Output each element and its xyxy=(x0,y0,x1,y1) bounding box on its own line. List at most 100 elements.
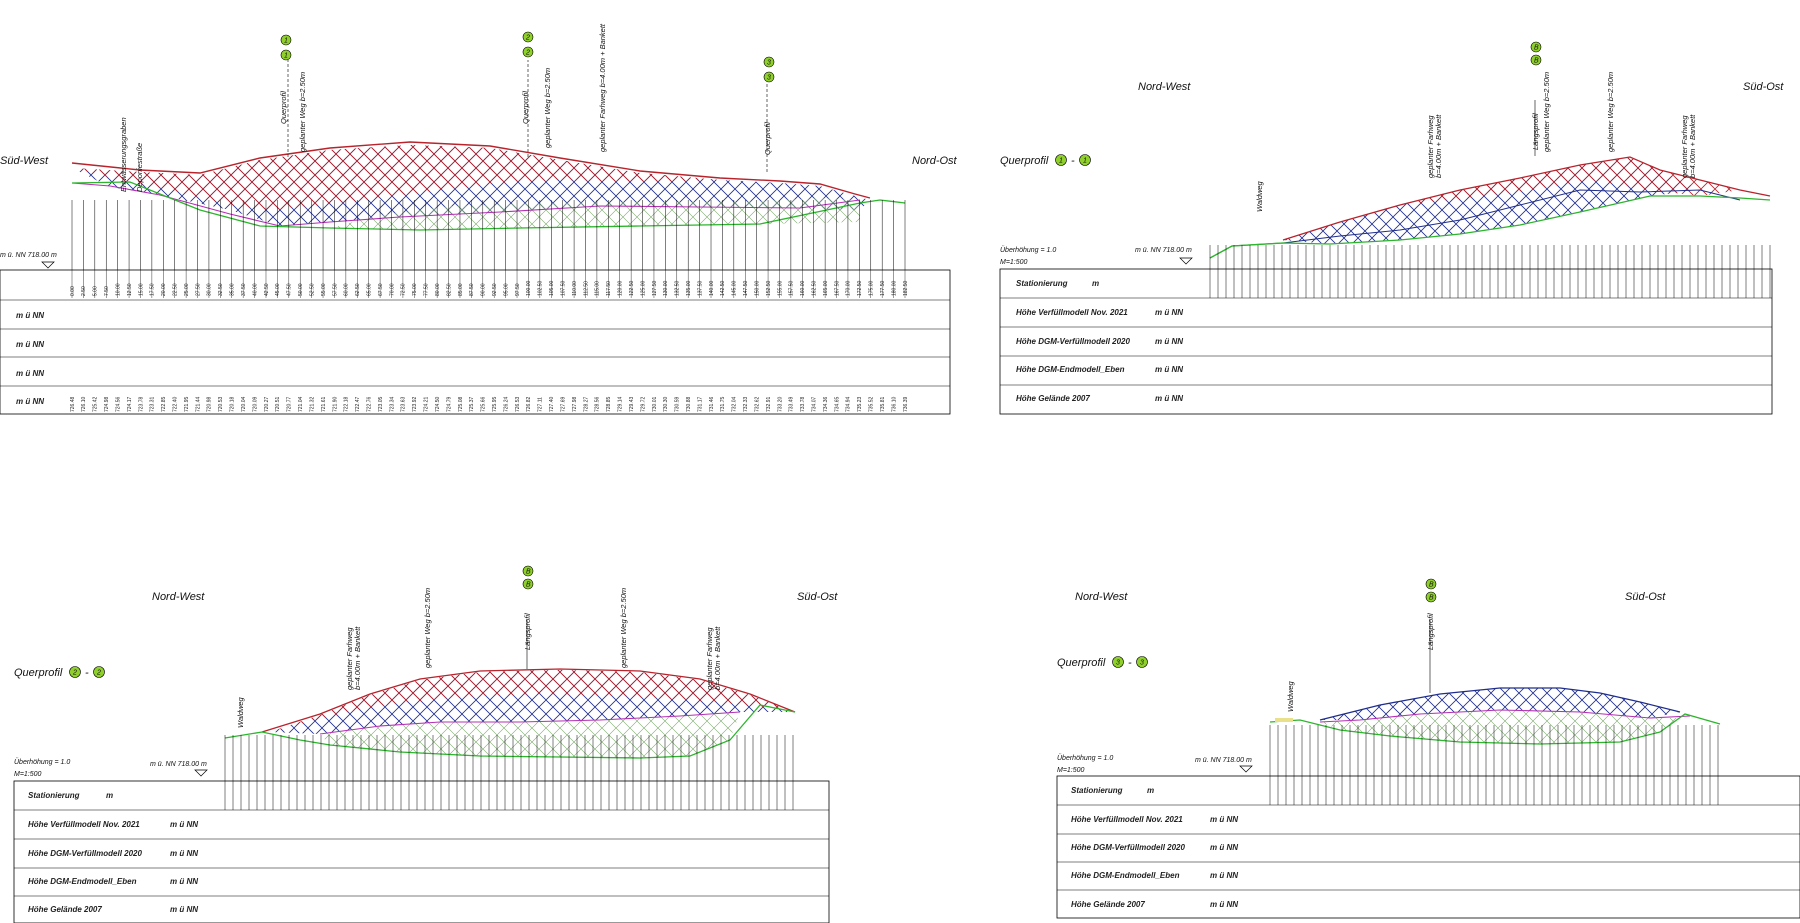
station-value: 107.50 xyxy=(560,280,566,296)
svg-text:B: B xyxy=(1429,582,1434,589)
profile-title: Querprofil xyxy=(1057,657,1106,669)
row-unit: m ü NN xyxy=(1210,843,1238,852)
station-value: 47.50 xyxy=(287,283,293,296)
ground-value: 723.34 xyxy=(389,396,395,412)
row-label-2007: Höhe Gelände 2007 xyxy=(28,905,102,914)
path-marker xyxy=(1275,718,1293,722)
ground-value: 725.42 xyxy=(93,396,99,412)
row-unit: m ü NN xyxy=(1155,365,1183,374)
ground-value: 721.90 xyxy=(332,396,338,412)
row-label-2021: Höhe Verfüllmodell Nov. 2021 xyxy=(28,820,140,829)
table-q2 xyxy=(13,780,830,923)
ground-value: 730.30 xyxy=(663,396,669,412)
ann-wg: geplanter Weg b=2.50m xyxy=(1542,72,1551,152)
badge-lp: B B xyxy=(1425,578,1437,603)
station-value: 100.00 xyxy=(526,280,532,296)
station-value: 170.00 xyxy=(846,280,852,296)
line-ground xyxy=(1269,713,1721,745)
station-value: 62.50 xyxy=(355,283,361,296)
ground-value: 721.61 xyxy=(321,396,327,412)
station-value: 80.00 xyxy=(435,283,441,296)
ground-value: 721.04 xyxy=(298,396,304,412)
panel-langsprofil: Süd-West Nord-Ost Entwässerungsgraben De… xyxy=(0,23,958,415)
svg-text:2: 2 xyxy=(96,670,101,677)
station-value: 30.00 xyxy=(207,283,213,296)
station-value: 122.50 xyxy=(629,280,635,296)
svg-text:3: 3 xyxy=(767,75,771,82)
station-value: 40.00 xyxy=(252,283,258,296)
profile-title: Querprofil xyxy=(14,667,63,679)
ann-fa1b: b=4.00m + Bankett xyxy=(1434,114,1443,178)
station-value: 5.00 xyxy=(93,286,99,296)
table-langsprofil xyxy=(0,269,951,415)
row-label-2021: Höhe Verfüllmodell Nov. 2021 xyxy=(1071,815,1183,824)
station-value: 7.50 xyxy=(104,286,110,296)
dir-right: Süd-Ost xyxy=(797,591,838,603)
station-value: 152.50 xyxy=(766,280,772,296)
svg-text:3: 3 xyxy=(1140,660,1144,667)
badge-q3: 3 3 xyxy=(763,56,775,83)
badge-q1: 1 1 xyxy=(280,34,292,61)
station-value: 132.50 xyxy=(675,280,681,296)
ground-value: 724.56 xyxy=(115,396,121,412)
ground-value: 724.50 xyxy=(435,396,441,412)
svg-text:1: 1 xyxy=(1059,158,1063,165)
row-unit: m ü NN xyxy=(1155,337,1183,346)
panel-querprofil-1: Nord-West Süd-Ost Querprofil 1 - 1 Waldw… xyxy=(999,41,1784,415)
row-unit: m ü NN xyxy=(1155,308,1183,317)
station-value: 90.00 xyxy=(481,283,487,296)
ground-value: 732.33 xyxy=(743,396,749,412)
station-lines xyxy=(1269,725,1719,805)
station-value: 102.50 xyxy=(538,280,544,296)
title-badges: 1 - 1 xyxy=(1055,154,1091,167)
station-value: 32.50 xyxy=(218,283,224,296)
station-value: 82.50 xyxy=(446,283,452,296)
dir-right: Nord-Ost xyxy=(912,155,958,167)
ground-value: 721.95 xyxy=(184,396,190,412)
station-value: 97.50 xyxy=(515,283,521,296)
ground-value: 732.91 xyxy=(766,396,772,412)
station-value: 112.50 xyxy=(583,281,589,296)
ann-wald: Waldweg xyxy=(1255,180,1264,212)
station-value: 155.00 xyxy=(777,280,783,296)
dir-left: Nord-West xyxy=(152,591,205,603)
dir-left: Nord-West xyxy=(1075,591,1128,603)
ground-value: 729.14 xyxy=(618,396,624,412)
ground-value: 722.85 xyxy=(161,396,167,412)
ground-value: 721.44 xyxy=(195,396,201,412)
ground-value: 729.72 xyxy=(640,396,646,412)
svg-text:1: 1 xyxy=(284,53,288,60)
station-value: 20.00 xyxy=(161,283,167,296)
svg-text:-: - xyxy=(1128,657,1132,669)
row-unit: m ü NN xyxy=(16,397,44,406)
station-value: 77.50 xyxy=(424,283,430,296)
ann-fa2b: b=4.00m + Bankett xyxy=(713,626,722,690)
svg-text:-: - xyxy=(85,667,89,679)
ground-value: 736.39 xyxy=(903,396,909,412)
datum-label: m ü. NN 718.00 m xyxy=(150,761,207,768)
row-unit: m ü NN xyxy=(16,369,44,378)
station-value: 42.50 xyxy=(264,283,270,296)
station-value: 65.00 xyxy=(366,283,372,296)
ground-value: 724.98 xyxy=(104,396,110,412)
ground-value: 727.69 xyxy=(560,396,566,412)
line-magenta xyxy=(71,182,861,227)
station-value: 17.50 xyxy=(150,283,156,296)
fill-red xyxy=(72,145,720,210)
title-badges: 3 - 3 xyxy=(1112,656,1148,669)
ann-lp: Längsprofil xyxy=(523,613,532,650)
station-value: 2.50 xyxy=(81,286,87,296)
ground-value: 721.32 xyxy=(309,396,315,412)
row-unit: m ü NN xyxy=(1210,815,1238,824)
ground-value: 725.08 xyxy=(458,396,464,412)
title-badges: 2 - 2 xyxy=(69,666,105,679)
ground-value: 731.75 xyxy=(720,396,726,412)
datum-marker xyxy=(41,261,55,269)
ground-value: 723.31 xyxy=(150,396,156,412)
ann-wg: geplanter Weg b=2.50m xyxy=(423,588,432,668)
table-q3 xyxy=(1056,775,1800,919)
ann-fa2b: b=4.00m + Bankett xyxy=(1688,114,1697,178)
svg-text:2: 2 xyxy=(72,670,77,677)
ann-lp: Längsprofil xyxy=(1426,613,1435,650)
